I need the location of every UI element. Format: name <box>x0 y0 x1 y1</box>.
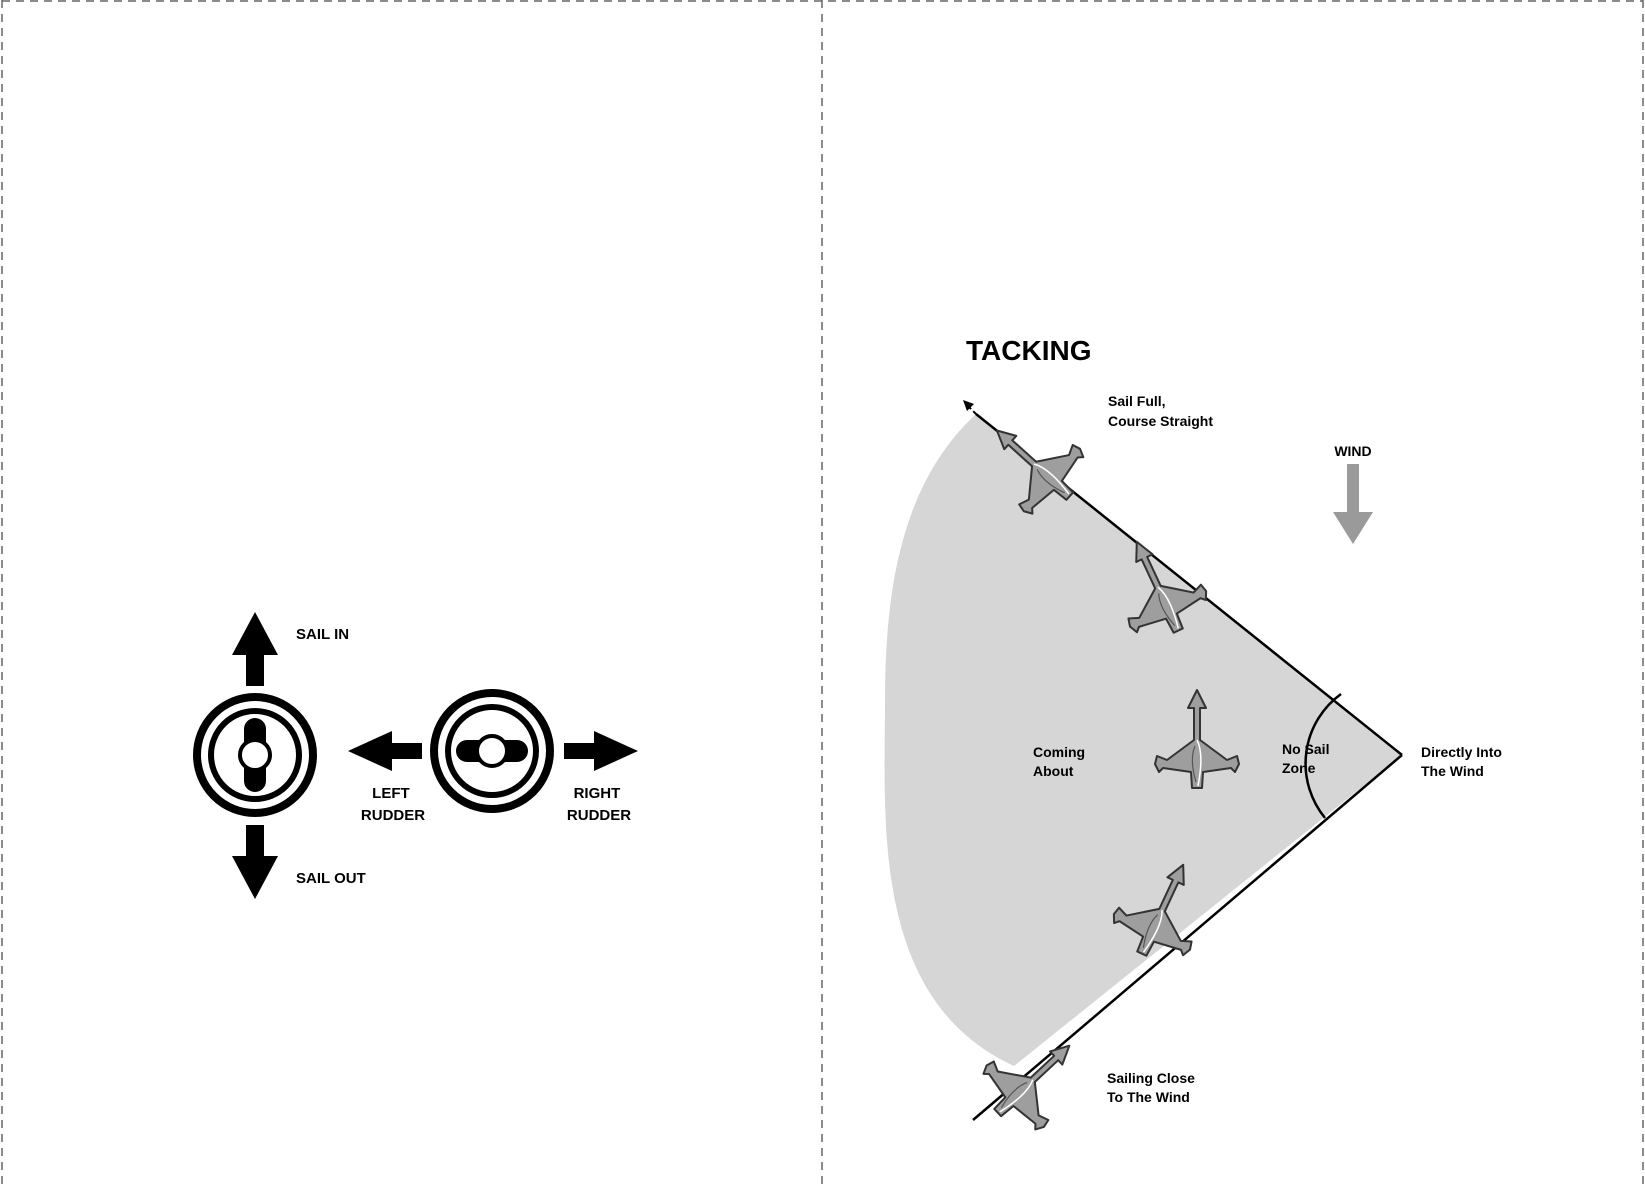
wind-arrow-icon <box>1333 464 1373 544</box>
tacking-title: TACKING <box>966 335 1091 366</box>
sail-out-label: SAIL OUT <box>296 870 366 887</box>
sailing-close-label: Sailing Close To The Wind <box>1107 1070 1199 1105</box>
left-stick-icon <box>197 697 313 813</box>
arrow-up-icon <box>232 612 278 686</box>
heading-arrow-icon <box>963 400 974 411</box>
sail-in-label: SAIL IN <box>296 626 349 643</box>
arrow-down-icon <box>232 825 278 899</box>
left-rudder-label: LEFT RUDDER <box>361 785 425 824</box>
coming-about-zone <box>885 414 1402 1066</box>
tacking-diagram: TACKING WIND Sail Full, Course Straight … <box>885 335 1506 1143</box>
wind-label: WIND <box>1334 443 1371 459</box>
arrow-right-icon <box>564 731 638 771</box>
sail-full-label: Sail Full, Course Straight <box>1108 393 1213 429</box>
right-rudder-label: RIGHT RUDDER <box>567 785 631 824</box>
controls-diagram: SAIL IN SAIL OUT LEFT RUDDER RIGHT <box>197 612 638 899</box>
arrow-left-icon <box>348 731 422 771</box>
directly-into-wind-label: Directly Into The Wind <box>1421 744 1506 779</box>
right-stick-icon <box>434 693 550 809</box>
